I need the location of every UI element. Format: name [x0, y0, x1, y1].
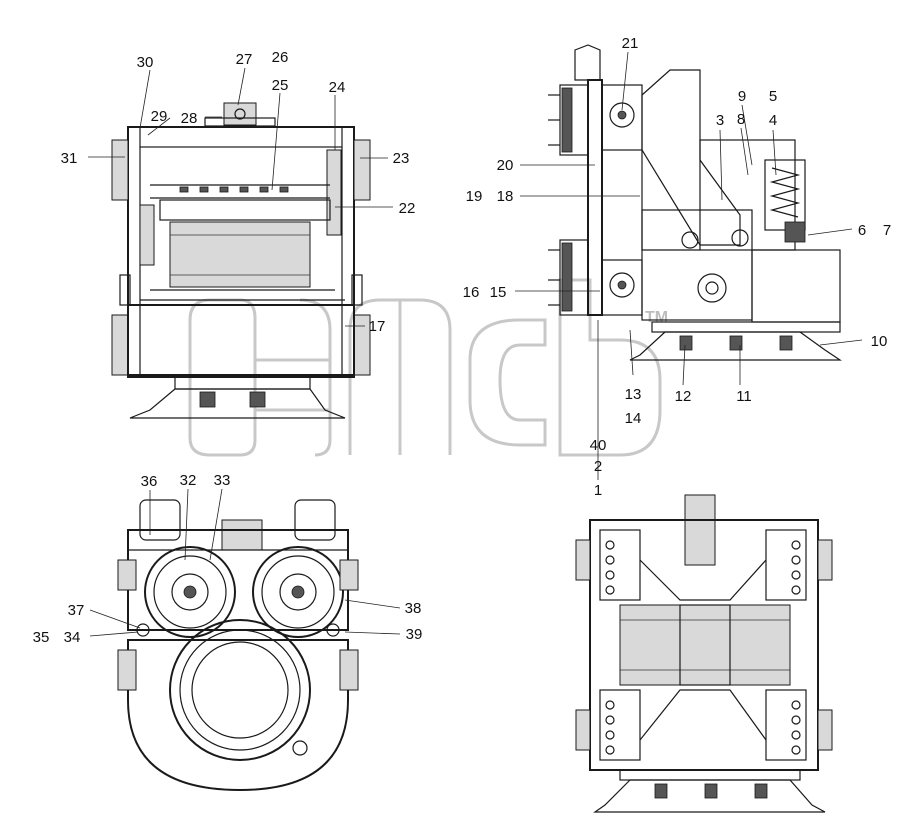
callout-34: 34	[64, 629, 81, 646]
side-lower-pivot	[609, 272, 635, 298]
plan-bore	[169, 619, 311, 761]
callout-37: 37	[68, 602, 85, 619]
callout-6: 6	[858, 222, 866, 239]
side-upper-pivot	[609, 102, 635, 128]
rear-base	[593, 779, 826, 813]
callout-31: 31	[61, 150, 78, 167]
side-gearbox-housing	[641, 209, 753, 321]
callout-1: 1	[594, 482, 602, 499]
front-bolt-row-upper	[179, 186, 289, 193]
side-arm	[641, 69, 741, 246]
callout-39: 39	[406, 626, 423, 643]
plan-left-gear	[144, 546, 236, 638]
callout-28: 28	[181, 110, 198, 127]
rear-lifting-eye	[684, 494, 716, 566]
side-view	[548, 44, 842, 361]
callout-23: 23	[393, 150, 410, 167]
callout-25: 25	[272, 77, 289, 94]
callout-9: 9	[738, 88, 746, 105]
callout-16: 16	[463, 284, 480, 301]
callout-22: 22	[399, 200, 416, 217]
callout-7: 7	[883, 222, 891, 239]
side-vibrator-case	[751, 249, 841, 323]
front-gearbox	[127, 304, 355, 376]
callout-17: 17	[369, 318, 386, 335]
front-right-cylinder	[326, 149, 342, 236]
callout-13: 13	[625, 386, 642, 403]
callout-36: 36	[141, 473, 158, 490]
callout-labels: 1 2 3 4 5 6 7 8 9 10 11 12 13 14 15 16 1…	[33, 35, 892, 646]
callout-26: 26	[272, 49, 289, 66]
callout-30: 30	[137, 54, 154, 71]
callout-24: 24	[329, 79, 346, 96]
plan-view	[117, 499, 359, 792]
callout-5: 5	[769, 88, 777, 105]
callout-4: 4	[769, 112, 777, 129]
leader-lines	[88, 51, 863, 637]
plan-round-housing	[127, 639, 349, 792]
plan-right-gear	[252, 546, 344, 638]
rear-view	[575, 494, 833, 813]
callout-8: 8	[737, 111, 745, 128]
rear-bolt-column-right	[791, 540, 801, 755]
plan-lifting-eye	[221, 519, 263, 551]
side-base	[629, 331, 842, 361]
rear-motor-block	[619, 604, 791, 686]
side-spring	[764, 159, 806, 243]
watermark-tm: TM	[645, 309, 668, 326]
side-lifting-hook	[574, 44, 601, 81]
front-lifting-eye	[223, 102, 257, 126]
callout-12: 12	[675, 388, 692, 405]
callout-38: 38	[405, 600, 422, 617]
callout-19: 19	[466, 188, 483, 205]
callout-14: 14	[625, 410, 642, 427]
front-motor-block	[169, 221, 311, 288]
front-left-clamp-upper	[111, 139, 129, 201]
front-right-clamp-lower	[353, 314, 371, 376]
callout-18: 18	[497, 188, 514, 205]
callout-2: 2	[594, 458, 602, 475]
callout-3: 3	[716, 112, 724, 129]
callout-15: 15	[490, 284, 507, 301]
front-left-cylinder	[139, 204, 155, 266]
callout-32: 32	[180, 472, 197, 489]
front-right-clamp-upper	[353, 139, 371, 201]
front-base	[129, 388, 346, 419]
rear-bolt-column-left	[605, 540, 615, 755]
callout-20: 20	[497, 157, 514, 174]
watermark-logo: TM	[188, 278, 668, 457]
callout-40: 40	[590, 437, 607, 454]
callout-29: 29	[151, 108, 168, 125]
front-left-clamp-lower	[111, 314, 129, 376]
callout-11: 11	[736, 388, 752, 405]
callout-21: 21	[622, 35, 639, 52]
front-view	[111, 102, 371, 419]
callout-33: 33	[214, 472, 231, 489]
callout-27: 27	[236, 51, 253, 68]
callout-10: 10	[871, 333, 888, 350]
callout-35: 35	[33, 629, 50, 646]
